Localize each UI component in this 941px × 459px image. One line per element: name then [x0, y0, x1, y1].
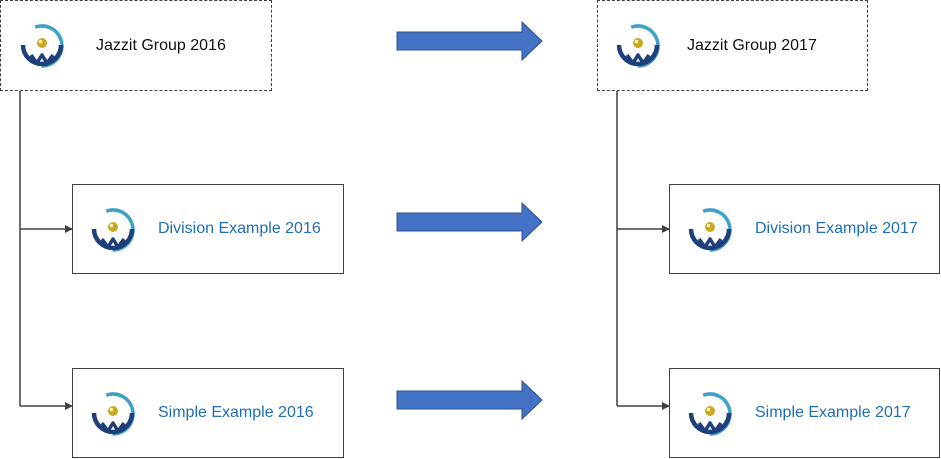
- jazzit-logo-icon: [20, 24, 64, 68]
- left-child-division-label: Division Example 2016: [158, 220, 321, 237]
- right-arrow-icon: [396, 21, 543, 61]
- right-arrow-icon: [396, 202, 543, 242]
- right-child-simple-label: Simple Example 2017: [755, 404, 911, 421]
- left-child-division-node[interactable]: Division Example 2016: [72, 184, 344, 274]
- left-parent-label: Jazzit Group 2016: [96, 37, 226, 54]
- left-tree-connectors: [19, 90, 73, 410]
- right-child-division-node[interactable]: Division Example 2017: [669, 184, 940, 274]
- jazzit-logo-icon: [688, 392, 732, 436]
- left-child-simple-node[interactable]: Simple Example 2016: [72, 368, 344, 458]
- right-tree-connectors: [616, 90, 670, 410]
- right-arrow-icon: [396, 380, 543, 420]
- right-child-division-label: Division Example 2017: [755, 220, 918, 237]
- left-parent-node[interactable]: Jazzit Group 2016: [0, 0, 272, 91]
- jazzit-logo-icon: [688, 208, 732, 252]
- jazzit-logo-icon: [616, 24, 660, 68]
- left-child-simple-label: Simple Example 2016: [158, 404, 314, 421]
- right-parent-label: Jazzit Group 2017: [687, 37, 817, 54]
- right-parent-node[interactable]: Jazzit Group 2017: [597, 0, 868, 91]
- jazzit-logo-icon: [91, 208, 135, 252]
- jazzit-logo-icon: [91, 392, 135, 436]
- right-child-simple-node[interactable]: Simple Example 2017: [669, 368, 940, 458]
